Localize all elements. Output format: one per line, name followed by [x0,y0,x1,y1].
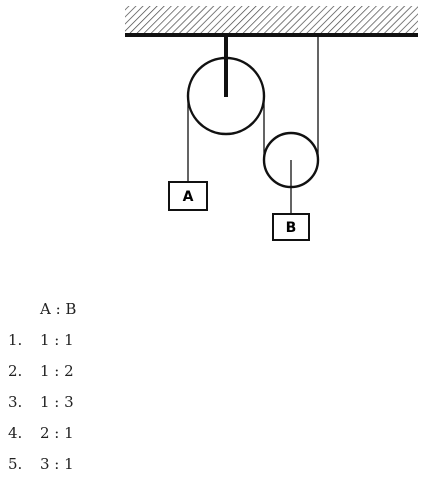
choice-value: 3 : 1 [40,455,74,473]
box-b-label: B [286,220,297,236]
box-a [168,181,208,211]
box-b [272,213,310,241]
choice-value: 1 : 3 [40,393,74,411]
choice-number: 5. [8,455,23,473]
answer-header: A : B [40,300,77,318]
ceiling-hatching [125,6,418,34]
choice-number: 3. [8,393,23,411]
choice-number: 2. [8,362,23,380]
choice-value: 2 : 1 [40,424,74,442]
box-a-label: A [183,189,194,205]
choice-value: 1 : 2 [40,362,74,380]
choice-number: 4. [8,424,23,442]
choice-number: 1. [8,331,23,349]
ceiling-beam [125,33,418,37]
choice-value: 1 : 1 [40,331,74,349]
pulley-diagram: A B [125,6,418,241]
